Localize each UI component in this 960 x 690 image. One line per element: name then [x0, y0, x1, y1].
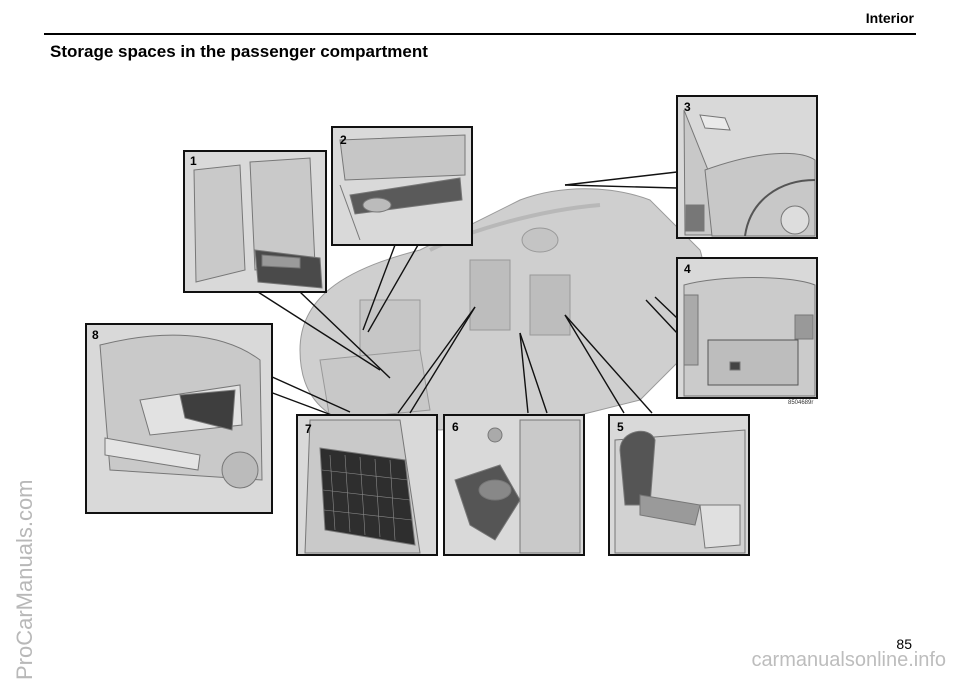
callout-2: 2 [340, 133, 347, 147]
panel-4-detail [683, 277, 816, 397]
callout-8: 8 [92, 328, 99, 342]
leader-lines [257, 171, 678, 421]
panel-2-detail [339, 134, 466, 241]
panel-7-detail [304, 419, 421, 554]
callout-6: 6 [452, 420, 459, 434]
header-rule [44, 33, 916, 35]
panel-1-detail [193, 157, 323, 289]
callout-7: 7 [305, 422, 312, 436]
panel-6-detail [454, 419, 581, 554]
callout-5: 5 [617, 420, 624, 434]
page-number: 85 [896, 636, 912, 652]
bottom-watermark: carmanualsonline.info [751, 649, 946, 671]
callout-4: 4 [684, 262, 691, 276]
section-label: Interior [865, 10, 914, 26]
panel-8-detail [99, 334, 263, 489]
car-silhouette [299, 188, 705, 431]
panel-5-detail [614, 429, 746, 554]
callout-1: 1 [190, 154, 197, 168]
panel-3-detail [683, 109, 816, 237]
figure-code: 8504689r [788, 400, 814, 406]
callout-3: 3 [684, 100, 691, 114]
page-title: Storage spaces in the passenger compartm… [50, 42, 428, 61]
